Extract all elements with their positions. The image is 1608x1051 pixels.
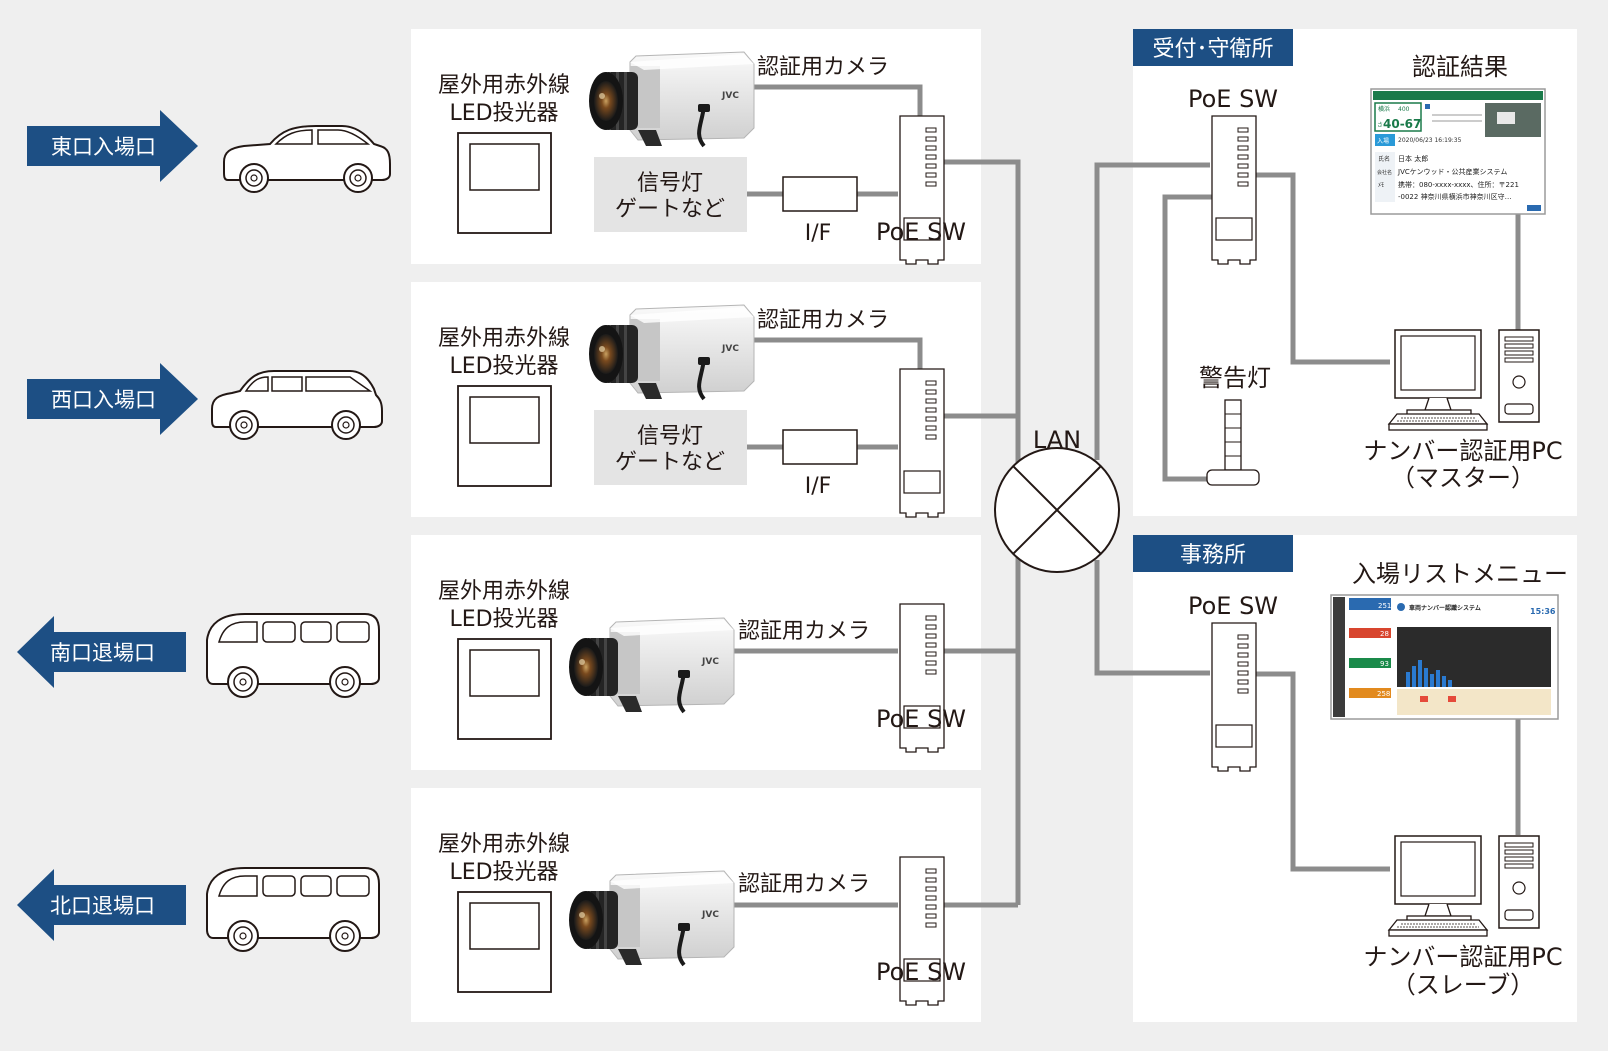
west-equipment: 屋外用赤外線 LED投光器 認証用カメラ 信号灯 ゲートなど I/F: [438, 303, 945, 518]
pc-label: ナンバー認証用PC: [1363, 437, 1562, 465]
office-tag-label: 事務所: [1180, 543, 1246, 568]
camera-label: 認証用カメラ: [757, 308, 889, 333]
signal-label: ゲートなど: [615, 450, 725, 475]
svg-text:2020/06/23 16:19:35: 2020/06/23 16:19:35: [1398, 137, 1462, 144]
switch-label: PoE SW: [1188, 85, 1278, 113]
projector-label: 屋外用赤外線: [438, 326, 570, 351]
svg-text:氏名: 氏名: [1378, 155, 1390, 163]
car-icon: [206, 867, 380, 952]
interface-box: [782, 176, 858, 212]
entrance-label: 東口入場口: [51, 135, 156, 159]
lan-label: LAN: [1033, 426, 1081, 454]
pc-label: ナンバー認証用PC: [1363, 943, 1562, 971]
svg-text:入場: 入場: [1377, 137, 1389, 145]
east-equipment: 屋外用赤外線 LED投光器 認証用カメラ 信号灯 ゲートなど I/F PoE S…: [438, 50, 966, 265]
svg-text:携帯：080-xxxx-xxxx、住所：〒221: 携帯：080-xxxx-xxxx、住所：〒221: [1398, 180, 1519, 189]
entrance-label: 西口入場口: [51, 388, 156, 412]
camera-label: 認証用カメラ: [738, 872, 870, 897]
svg-text:40-67: 40-67: [1383, 117, 1421, 131]
svg-text:ﾒﾓ: ﾒﾓ: [1378, 182, 1384, 189]
pc-label: （スレーブ）: [1392, 971, 1535, 999]
entrance-arrow-west: 西口入場口: [27, 363, 198, 435]
switch-icon: [1211, 115, 1257, 265]
svg-text:会社名: 会社名: [1377, 169, 1392, 176]
svg-text:車両ナンバー認識システム: 車両ナンバー認識システム: [1409, 604, 1481, 612]
interface-label: I/F: [805, 221, 832, 246]
signal-label: 信号灯: [637, 424, 703, 449]
switch-icon: [1211, 622, 1257, 772]
svg-text:93: 93: [1380, 660, 1389, 668]
interface-label: I/F: [805, 474, 832, 499]
svg-text:JVCケンウッド・公共産業システム: JVCケンウッド・公共産業システム: [1397, 167, 1507, 176]
svg-text:さ: さ: [1377, 122, 1383, 129]
svg-text:-0022 神奈川県横浜市神奈川区守…: -0022 神奈川県横浜市神奈川区守…: [1398, 192, 1512, 201]
projector-label: LED投光器: [449, 354, 558, 379]
projector-label: 屋外用赤外線: [438, 579, 570, 604]
projector-label: 屋外用赤外線: [438, 832, 570, 857]
reception-section: 受付･守衛所 PoE SW 認証結果 横浜 400 さ 40-67 入場 202…: [1133, 29, 1563, 492]
signal-box: [594, 157, 747, 232]
pc-label: （マスター）: [1391, 464, 1535, 492]
exit-label: 北口退場口: [50, 894, 155, 918]
exit-arrow-north: 北口退場口: [17, 869, 186, 941]
south-equipment: 屋外用赤外線 LED投光器 認証用カメラ PoE SW: [438, 579, 966, 753]
warning-light-label: 警告灯: [1199, 364, 1271, 392]
switch-label: PoE SW: [876, 705, 966, 733]
car-icon: [223, 125, 391, 193]
svg-text:400: 400: [1398, 106, 1410, 113]
reception-tag-label: 受付･守衛所: [1152, 37, 1273, 62]
exit-label: 南口退場口: [50, 641, 155, 665]
north-equipment: 屋外用赤外線 LED投光器 認証用カメラ PoE SW: [438, 832, 966, 1006]
signal-box: [594, 410, 747, 485]
switch-icon: [899, 368, 945, 518]
pc-icon: [1388, 329, 1540, 431]
car-icon: [211, 370, 383, 440]
office-tag: [1133, 535, 1293, 572]
list-screen: 251 28 93 258 車両ナンバー認識システム 15:36: [1330, 594, 1559, 720]
list-title: 入場リストメニュー: [1352, 560, 1568, 588]
result-screen: 横浜 400 さ 40-67 入場 2020/06/23 16:19:35 氏名…: [1370, 88, 1546, 215]
svg-text:15:36: 15:36: [1530, 607, 1556, 616]
signal-label: ゲートなど: [615, 197, 725, 222]
lan-hub-icon: LAN: [994, 426, 1120, 573]
interface-box: [782, 429, 858, 465]
svg-text:28: 28: [1380, 630, 1389, 638]
signal-label: 信号灯: [637, 171, 703, 196]
projector-label: LED投光器: [449, 860, 558, 885]
switch-label: PoE SW: [876, 218, 966, 246]
exit-arrow-south: 南口退場口: [17, 616, 186, 688]
warning-light-icon: 警告灯: [1199, 364, 1271, 486]
result-title: 認証結果: [1412, 53, 1508, 81]
projector-label: 屋外用赤外線: [438, 73, 570, 98]
svg-text:横浜: 横浜: [1378, 105, 1390, 113]
projector-label: LED投光器: [449, 607, 558, 632]
svg-text:日本 太郎: 日本 太郎: [1398, 154, 1428, 163]
camera-label: 認証用カメラ: [757, 55, 889, 80]
office-section: 事務所 PoE SW 入場リストメニュー 251 28 93 258 車両ナンバ…: [1133, 535, 1568, 999]
svg-text:258: 258: [1377, 690, 1390, 698]
entrance-arrow-east: 東口入場口: [27, 110, 198, 182]
car-icon: [206, 613, 380, 698]
switch-label: PoE SW: [1188, 592, 1278, 620]
pc-icon: [1388, 835, 1540, 937]
switch-label: PoE SW: [876, 958, 966, 986]
svg-text:251: 251: [1378, 602, 1391, 610]
reception-tag: [1133, 29, 1293, 66]
network-lines: [715, 84, 1521, 908]
camera-label: 認証用カメラ: [738, 619, 870, 644]
projector-label: LED投光器: [449, 101, 558, 126]
